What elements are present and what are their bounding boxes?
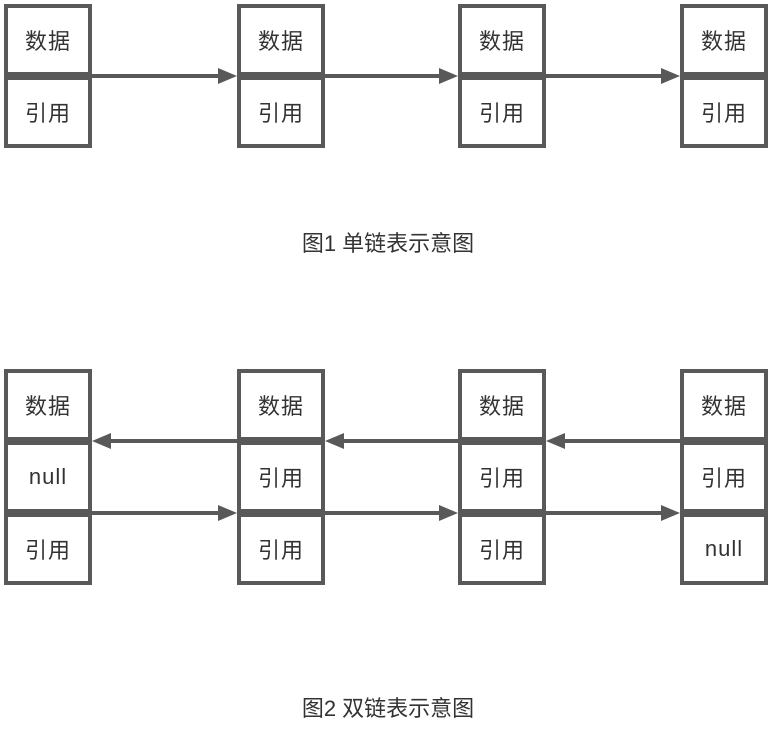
data-cell: 数据	[458, 369, 546, 441]
next-pointer-arrow-icon	[92, 68, 237, 84]
prev-pointer-arrow-icon	[92, 433, 237, 449]
next-reference-cell: 引用	[4, 513, 92, 585]
reference-cell: 引用	[680, 76, 768, 148]
next-pointer-arrow-icon	[92, 505, 237, 521]
fig2-node-2: 数据 引用 引用	[237, 369, 325, 585]
reference-cell: 引用	[458, 76, 546, 148]
next-reference-cell: null	[680, 513, 768, 585]
next-pointer-arrow-icon	[546, 68, 680, 84]
prev-pointer-arrow-icon	[546, 433, 680, 449]
figure1-caption: 图1 单链表示意图	[301, 231, 475, 256]
prev-reference-cell: 引用	[458, 441, 546, 513]
fig1-node-4: 数据 引用	[680, 4, 768, 148]
reference-cell: 引用	[237, 76, 325, 148]
prev-reference-cell: 引用	[680, 441, 768, 513]
next-reference-cell: 引用	[237, 513, 325, 585]
figure2-caption: 图2 双链表示意图	[301, 696, 475, 721]
data-cell: 数据	[4, 369, 92, 441]
prev-reference-cell: null	[4, 441, 92, 513]
next-pointer-arrow-icon	[546, 505, 680, 521]
prev-pointer-arrow-icon	[325, 433, 458, 449]
data-cell: 数据	[680, 369, 768, 441]
data-cell: 数据	[4, 4, 92, 76]
fig1-node-3: 数据 引用	[458, 4, 546, 148]
data-cell: 数据	[237, 369, 325, 441]
prev-reference-cell: 引用	[237, 441, 325, 513]
data-cell: 数据	[458, 4, 546, 76]
fig1-node-2: 数据 引用	[237, 4, 325, 148]
fig2-node-4: 数据 引用 null	[680, 369, 768, 585]
reference-cell: 引用	[4, 76, 92, 148]
data-cell: 数据	[237, 4, 325, 76]
next-pointer-arrow-icon	[325, 505, 458, 521]
fig1-node-1: 数据 引用	[4, 4, 92, 148]
data-cell: 数据	[680, 4, 768, 76]
fig2-node-1: 数据 null 引用	[4, 369, 92, 585]
next-reference-cell: 引用	[458, 513, 546, 585]
next-pointer-arrow-icon	[325, 68, 458, 84]
fig2-node-3: 数据 引用 引用	[458, 369, 546, 585]
